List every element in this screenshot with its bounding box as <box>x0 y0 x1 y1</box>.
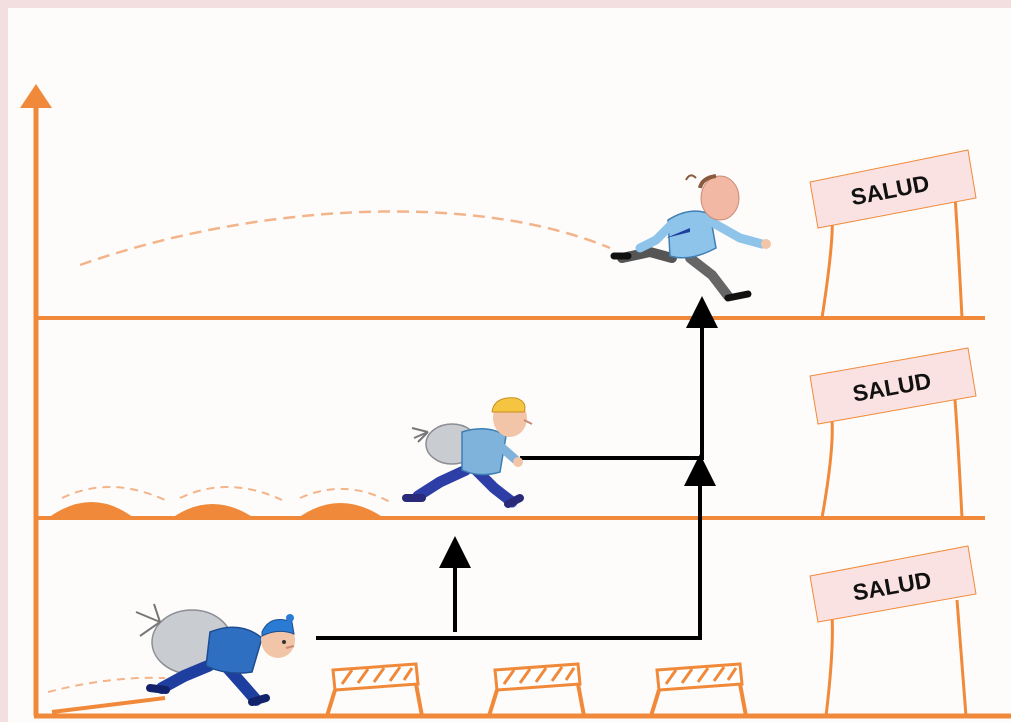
axis-arrow-icon <box>20 84 52 108</box>
hurdle-obstacles <box>47 662 748 717</box>
bump-3 <box>298 503 384 518</box>
progress-arrows <box>316 296 718 640</box>
hurdle-2 <box>487 662 586 717</box>
goal-sign-middle: SALUD <box>809 347 977 519</box>
arrow-bottom-to-middle-right <box>316 454 716 640</box>
goal-sign-bottom: SALUD <box>809 545 977 717</box>
bumps-obstacles <box>48 486 391 518</box>
start-ramp <box>51 696 166 714</box>
hurdle-3 <box>649 662 748 717</box>
businessman-runner-icon <box>610 174 771 302</box>
arrow-middle-to-top <box>520 296 718 460</box>
jump-trail-top <box>79 210 611 267</box>
sack-runner-large-icon <box>135 603 295 706</box>
goal-sign-top: SALUD <box>809 149 977 319</box>
vertical-axis <box>20 84 52 716</box>
sack-runner-small-icon <box>402 397 533 508</box>
bump-1 <box>48 502 134 518</box>
hurdle-1 <box>325 662 424 717</box>
bump-2 <box>172 504 254 518</box>
